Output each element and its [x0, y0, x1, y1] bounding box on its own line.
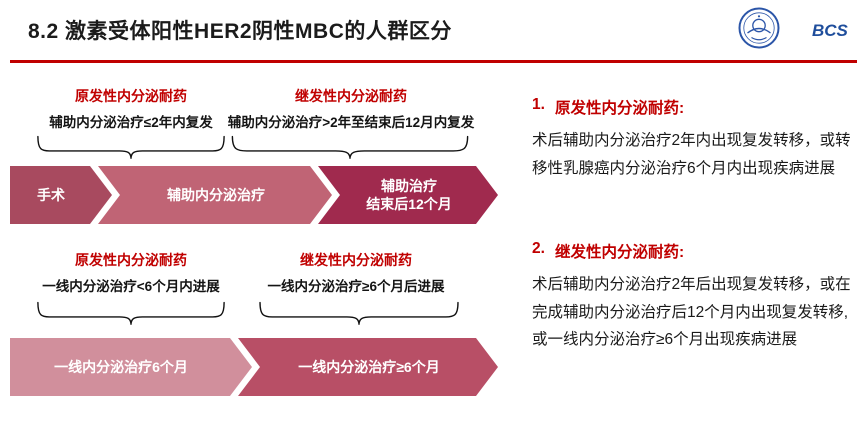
- arrow-adjuvant-endocrine-therapy-label: 辅助内分泌治疗: [167, 186, 265, 203]
- association-logo-icon: [738, 7, 780, 49]
- definition-title: 原发性内分泌耐药:: [554, 100, 685, 117]
- arrow-first-line-6months-label: 一线内分泌治疗6个月: [54, 358, 188, 375]
- definition-item-secondary: 2. 继发性内分泌耐药: 术后辅助内分泌治疗2年后出现复发转移，或在完成辅助内分…: [532, 240, 864, 354]
- bcs-logo-icon: BCS: [790, 10, 858, 48]
- row2-primary-resistance-subtitle: 一线内分泌治疗<6个月内进展: [42, 279, 220, 294]
- definition-item-primary: 1. 原发性内分泌耐药: 术后辅助内分泌治疗2年内出现复发转移，或转移性乳腺癌内…: [532, 96, 864, 182]
- title-accent-line: [10, 60, 857, 63]
- definition-body: 术后辅助内分泌治疗2年后出现复发转移，或在完成辅助内分泌治疗后12个月内出现复发…: [532, 276, 851, 349]
- row2-primary-resistance-title: 原发性内分泌耐药: [75, 252, 187, 268]
- page-title: 8.2 激素受体阳性HER2阴性MBC的人群区分: [28, 20, 452, 43]
- row1-secondary-resistance-label: 继发性内分泌耐药 辅助内分泌治疗>2年至结束后12月内复发: [226, 86, 476, 131]
- arrow-first-line-ge-6months: 一线内分泌治疗≥6个月: [238, 338, 498, 396]
- arrow-surgery-label: 手术: [37, 186, 65, 203]
- curly-brace-icon: [36, 300, 226, 326]
- row1-primary-resistance-label: 原发性内分泌耐药 辅助内分泌治疗≤2年内复发: [30, 86, 232, 131]
- row1-primary-resistance-subtitle: 辅助内分泌治疗≤2年内复发: [49, 115, 213, 130]
- definition-number: 2.: [532, 240, 545, 257]
- arrow-adjuvant-end-12months-line2: 结束后12个月: [366, 196, 452, 212]
- row2-secondary-resistance-title: 继发性内分泌耐药: [300, 252, 412, 268]
- curly-brace-icon: [36, 134, 226, 160]
- arrow-adjuvant-end-12months: 辅助治疗 结束后12个月: [318, 166, 498, 224]
- definition-title: 继发性内分泌耐药:: [554, 244, 685, 261]
- arrow-surgery: 手术: [10, 166, 112, 224]
- arrow-first-line-ge-6months-label: 一线内分泌治疗≥6个月: [298, 358, 440, 375]
- row1-primary-resistance-title: 原发性内分泌耐药: [75, 88, 187, 104]
- arrow-adjuvant-end-12months-line1: 辅助治疗: [381, 177, 437, 194]
- bcs-logo-text: BCS: [812, 21, 849, 40]
- curly-brace-icon: [258, 300, 460, 326]
- row2-primary-resistance-label: 原发性内分泌耐药 一线内分泌治疗<6个月内进展: [30, 250, 232, 295]
- row1-secondary-resistance-title: 继发性内分泌耐药: [295, 88, 407, 104]
- arrow-first-line-6months: 一线内分泌治疗6个月: [10, 338, 252, 396]
- row1-secondary-resistance-subtitle: 辅助内分泌治疗>2年至结束后12月内复发: [227, 115, 475, 130]
- definition-body: 术后辅助内分泌治疗2年内出现复发转移，或转移性乳腺癌内分泌治疗6个月内出现疾病进…: [532, 132, 851, 177]
- arrow-adjuvant-endocrine-therapy: 辅助内分泌治疗: [98, 166, 332, 224]
- curly-brace-icon: [230, 134, 470, 160]
- row2-secondary-resistance-label: 继发性内分泌耐药 一线内分泌治疗≥6个月后进展: [240, 250, 472, 295]
- row2-secondary-resistance-subtitle: 一线内分泌治疗≥6个月后进展: [267, 279, 445, 294]
- definition-number: 1.: [532, 96, 545, 113]
